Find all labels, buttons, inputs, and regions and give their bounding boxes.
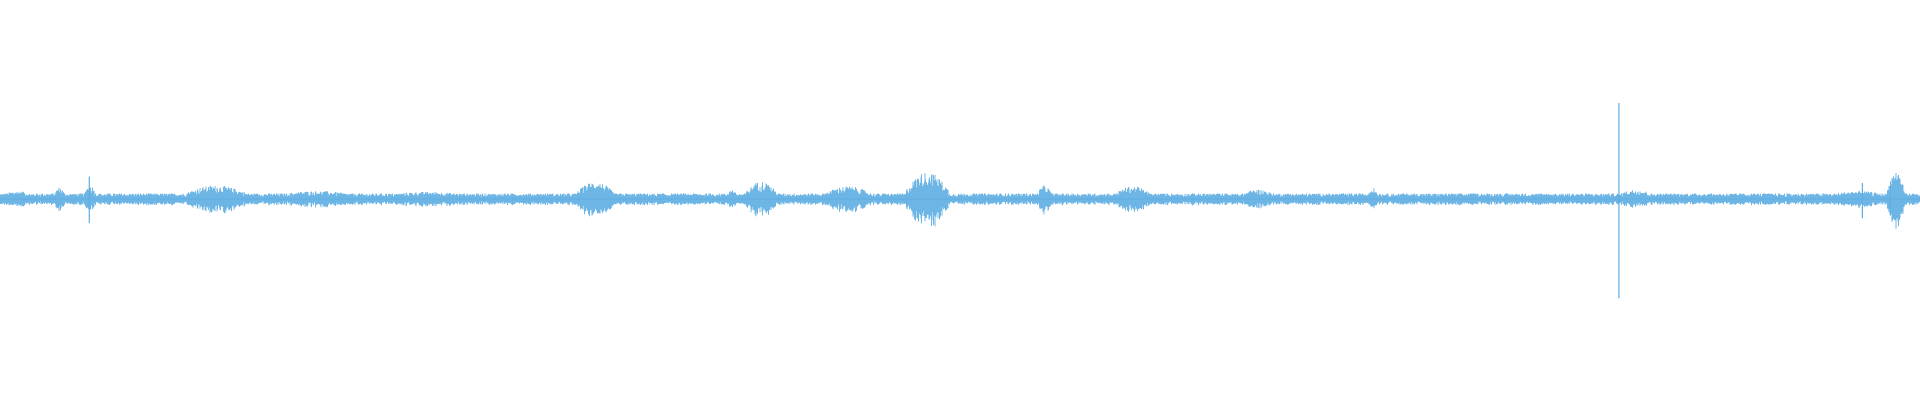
waveform-signal xyxy=(0,173,1920,229)
waveform-transients xyxy=(88,103,1891,299)
